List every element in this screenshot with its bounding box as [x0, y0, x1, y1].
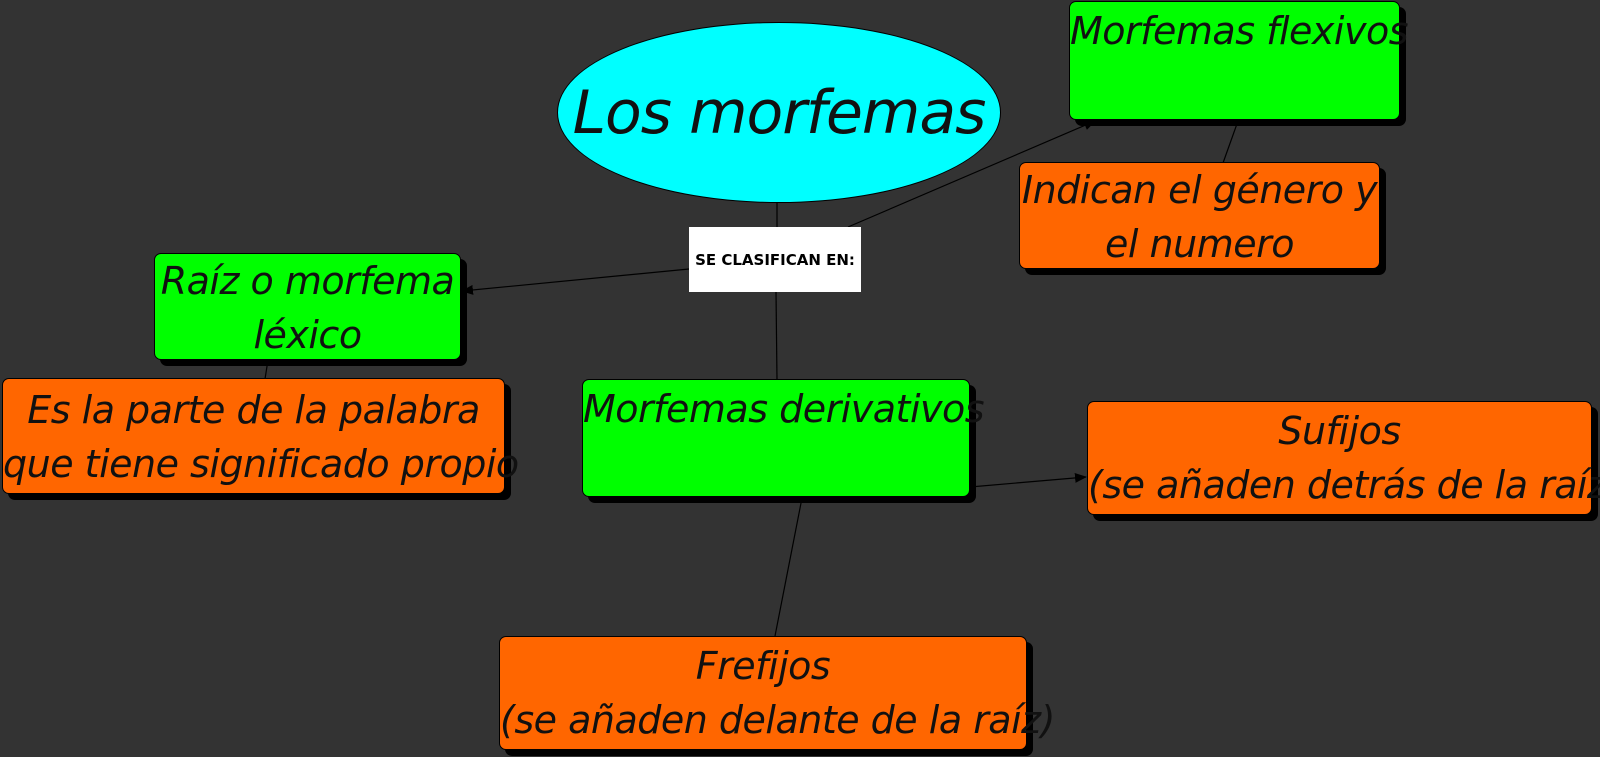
linking-phrase-text: SE CLASIFICAN EN:: [695, 250, 855, 269]
link-linker-to-flexivos: [847, 120, 1096, 228]
node-raiz[interactable]: Raíz o morfema léxico: [154, 253, 461, 360]
link-raiz-to-desc: [264, 359, 269, 380]
node-label-line: Es la parte de la palabra: [27, 388, 480, 432]
title-oval[interactable]: Los morfemas: [557, 22, 1001, 203]
node-label-line: léxico: [253, 313, 362, 357]
node-label-line: Sufijos: [1278, 409, 1401, 453]
node-prefijos[interactable]: Frefijos (se añaden delante de la raíz): [499, 636, 1055, 750]
linking-phrase[interactable]: SE CLASIFICAN EN:: [689, 227, 861, 292]
node-label-line: (se añaden delante de la raíz): [500, 698, 1055, 742]
link-linker-to-derivativos: [775, 291, 778, 381]
link-derivativos-to-sufijos: [969, 472, 1087, 488]
node-sufijos[interactable]: Sufijos (se añaden detrás de la raíz): [1087, 401, 1600, 515]
node-label-line: Morfemas flexivos: [1070, 9, 1409, 53]
node-label-line: Frefijos: [695, 644, 831, 688]
node-label-line: Morfemas derivativos: [583, 387, 985, 431]
node-label-line: Raíz o morfema: [160, 259, 455, 303]
node-morfemas-derivativos[interactable]: Morfemas derivativos: [582, 379, 985, 497]
node-label-line: que tiene significado propio: [3, 442, 519, 486]
node-label-line: (se añaden detrás de la raíz): [1088, 463, 1600, 507]
link-flexivos-to-desc: [1222, 120, 1239, 164]
node-morfemas-flexivos[interactable]: Morfemas flexivos: [1069, 1, 1409, 120]
node-flexivos-description[interactable]: Indican el género y el numero: [1019, 162, 1380, 269]
node-label-line: Indican el género y: [1021, 168, 1378, 212]
link-derivativos-to-prefijos: [774, 497, 803, 637]
link-linker-to-raiz: [461, 268, 690, 295]
node-raiz-description[interactable]: Es la parte de la palabra que tiene sign…: [2, 378, 519, 494]
diagram-title: Los morfemas: [572, 77, 987, 148]
node-label-line: el numero: [1105, 222, 1294, 266]
